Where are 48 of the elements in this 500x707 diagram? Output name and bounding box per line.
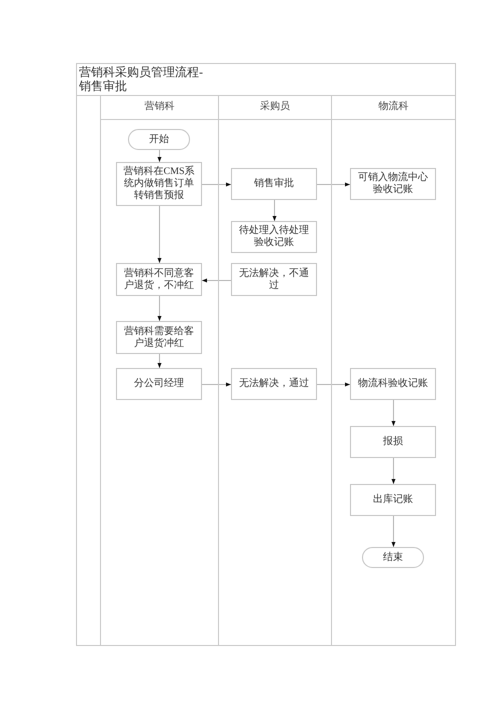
arrow xyxy=(272,200,276,222)
arrow xyxy=(158,354,162,368)
swimlane xyxy=(100,95,218,645)
process-box xyxy=(350,484,436,516)
arrow xyxy=(158,150,162,162)
diagram-title: 营销科采购员管理流程-销售审批 xyxy=(79,65,204,93)
process-box xyxy=(231,168,317,200)
swimlane xyxy=(331,95,455,645)
process-box xyxy=(231,263,317,296)
process-box xyxy=(116,162,202,206)
process-box xyxy=(350,168,436,200)
step-label: 可销入物流中心验收记账 xyxy=(357,172,429,196)
terminator-shape xyxy=(128,129,190,150)
step-label: 无法解决，通过 xyxy=(239,378,309,390)
step-label: 待处理入待处理验收记账 xyxy=(238,225,310,249)
step-label: 分公司经理 xyxy=(134,378,184,390)
process-box xyxy=(116,321,202,354)
step-label: 营销科在CMS系统内做销售订单转销售预报 xyxy=(122,166,196,202)
arrow xyxy=(202,278,232,282)
lane-header: 采购员 xyxy=(219,95,331,120)
process-box xyxy=(116,263,202,296)
process-box xyxy=(350,368,436,400)
arrow xyxy=(316,182,350,186)
lane-header: 物流科 xyxy=(332,95,455,120)
arrow xyxy=(316,382,350,386)
terminator-shape xyxy=(362,547,424,568)
swimlane xyxy=(218,95,331,645)
arrow xyxy=(202,182,232,186)
process-box xyxy=(116,368,202,400)
step-label: 物流科验收记账 xyxy=(358,378,428,390)
lane-header: 营销科 xyxy=(101,95,218,120)
arrow xyxy=(392,400,396,426)
arrow xyxy=(392,458,396,484)
step-label: 营销科需要给客户退货冲红 xyxy=(123,326,195,350)
step-label: 无法解决，不通过 xyxy=(238,268,310,292)
step-label: 营销科不同意客户退货，不冲红 xyxy=(123,268,195,292)
process-box xyxy=(231,368,317,400)
step-label: 结束 xyxy=(383,552,403,564)
process-box xyxy=(350,426,436,458)
arrow xyxy=(158,206,162,264)
process-box xyxy=(231,221,317,253)
step-label: 出库记账 xyxy=(373,494,413,506)
step-label: 销售审批 xyxy=(254,178,294,190)
step-label: 报损 xyxy=(383,436,403,448)
arrow xyxy=(158,296,162,322)
step-label: 开始 xyxy=(149,134,169,146)
arrow xyxy=(202,382,232,386)
arrow xyxy=(392,516,396,548)
